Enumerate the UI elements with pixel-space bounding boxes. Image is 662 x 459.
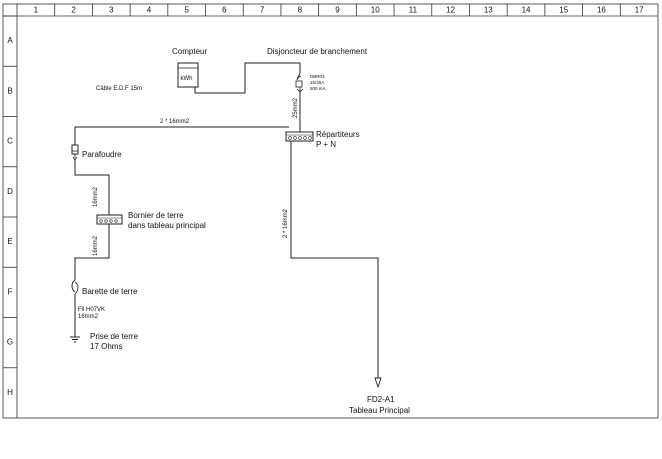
cable-16mm2-d-label: 16mm2 bbox=[93, 186, 99, 207]
wire-type-label: Fil H07VK bbox=[78, 307, 105, 313]
wire-meter-to-breaker bbox=[194, 62, 301, 94]
earth-terminal-block-symbol bbox=[96, 214, 123, 225]
column-header: 1 bbox=[34, 6, 39, 15]
column-header: 7 bbox=[260, 6, 265, 15]
distributor-label: Répartiteurs bbox=[316, 130, 360, 139]
breaker-spec-model: DBR03 bbox=[310, 74, 325, 79]
earth-link-label: Barette de terre bbox=[82, 287, 138, 296]
cable-16mm2-e-label: 16mm2 bbox=[93, 235, 99, 256]
breaker-spec-sensitivity: 500 mA bbox=[310, 86, 326, 91]
column-header: 11 bbox=[409, 6, 418, 15]
earth-terminal-label: Bornier de terre bbox=[128, 211, 184, 220]
row-header: F bbox=[8, 287, 13, 296]
earth-ground-symbol bbox=[70, 336, 80, 343]
row-header: H bbox=[7, 388, 13, 397]
earth-terminal-sub-label: dans tableau principal bbox=[128, 221, 206, 230]
wire-earth-bar-to-bonding-bar bbox=[74, 224, 110, 280]
column-header: 13 bbox=[484, 6, 493, 15]
cable-main-label: 2 * 16mm2 bbox=[160, 119, 190, 125]
column-header: 2 bbox=[71, 6, 76, 15]
column-header: 16 bbox=[597, 6, 606, 15]
column-header: 5 bbox=[184, 6, 189, 15]
column-header: 12 bbox=[446, 6, 455, 15]
column-header: 17 bbox=[635, 6, 644, 15]
kwh-label: kWh bbox=[181, 76, 193, 82]
row-headers: A B C D E F G H bbox=[3, 15, 17, 397]
energy-meter-symbol: kWh bbox=[177, 62, 199, 88]
column-header: 10 bbox=[371, 6, 380, 15]
row-header: E bbox=[7, 237, 12, 246]
surge-protector-symbol bbox=[71, 144, 79, 161]
main-panel-label: Tableau Principal bbox=[349, 406, 410, 415]
cable-2x16-vertical-label: 2 * 16mm2 bbox=[283, 208, 289, 238]
wire-main-2x16 bbox=[74, 126, 289, 145]
column-header: 3 bbox=[109, 6, 114, 15]
wire-distributor-to-fd2 bbox=[290, 141, 379, 378]
breaker-symbol bbox=[295, 72, 304, 93]
column-header: 8 bbox=[298, 6, 303, 15]
cable-edf-label: Câble E.D.F 15m bbox=[96, 86, 142, 92]
distributor-sub-label: P + N bbox=[316, 140, 336, 149]
compteur-label: Compteur bbox=[172, 47, 207, 56]
column-header: 4 bbox=[147, 6, 152, 15]
distributor-block-symbol bbox=[285, 131, 314, 142]
surge-protector-label: Parafoudre bbox=[82, 150, 122, 159]
cable-25mm2-label: 25mm2 bbox=[293, 97, 299, 118]
column-header: 9 bbox=[335, 6, 340, 15]
column-header: 15 bbox=[559, 6, 568, 15]
row-header: G bbox=[7, 338, 13, 347]
wire-section-label: 16mm2 bbox=[78, 314, 99, 320]
column-header: 6 bbox=[222, 6, 227, 15]
earth-rod-resistance: 17 Ohms bbox=[90, 342, 122, 351]
disjoncteur-label: Disjoncteur de branchement bbox=[267, 47, 368, 56]
outgoing-arrow-symbol bbox=[374, 377, 382, 389]
breaker-spec-rating: 15/30A bbox=[310, 80, 324, 85]
row-header: B bbox=[7, 86, 12, 95]
earth-rod-label: Prise de terre bbox=[90, 332, 139, 341]
column-header: 14 bbox=[522, 6, 531, 15]
row-header: C bbox=[7, 137, 13, 146]
fd2-reference-label: FD2-A1 bbox=[367, 395, 395, 404]
row-header: D bbox=[7, 187, 13, 196]
row-header: A bbox=[7, 36, 13, 45]
wire-surge-to-earth-bar bbox=[74, 160, 110, 215]
sheet-frame bbox=[2, 3, 659, 419]
earth-link-symbol bbox=[71, 279, 79, 295]
